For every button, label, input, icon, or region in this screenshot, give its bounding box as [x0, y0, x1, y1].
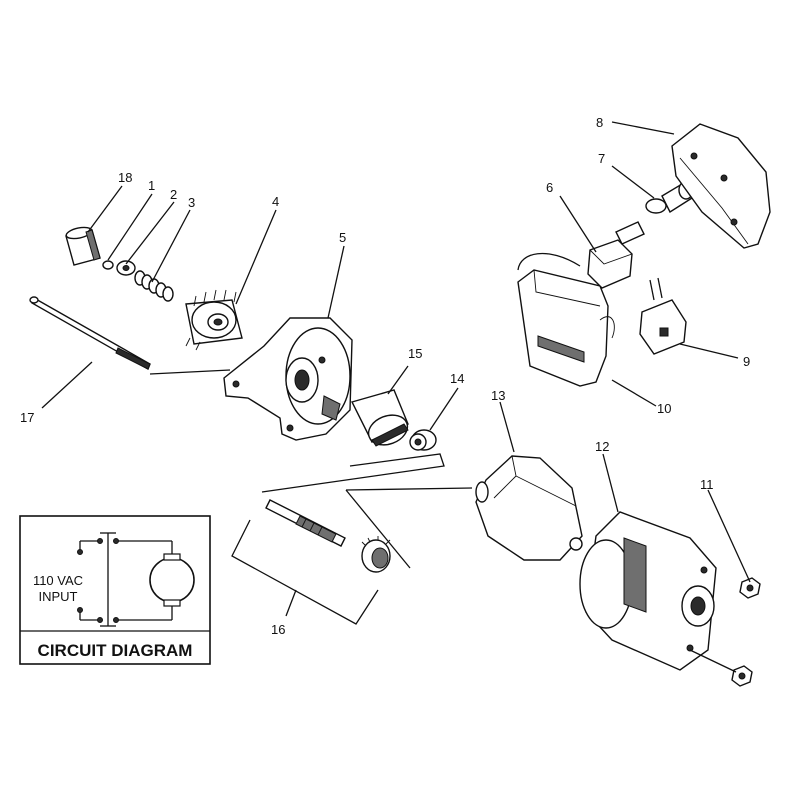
part-13-gearbox [475, 455, 583, 561]
callout-18: 18 [118, 170, 132, 185]
callout-numbers: 18 1 2 3 4 5 6 7 8 9 10 11 12 13 14 15 1… [20, 115, 750, 637]
circuit-title: CIRCUIT DIAGRAM [38, 641, 193, 660]
callout-11: 11 [700, 477, 714, 492]
part-10-switch-housing [517, 252, 615, 387]
part-4-brush-holder [185, 289, 243, 351]
part-1-washer [102, 260, 114, 270]
callout-5: 5 [339, 230, 346, 245]
callout-7: 7 [598, 151, 605, 166]
part-17-rod [29, 296, 151, 371]
callout-3: 3 [188, 195, 195, 210]
part-8-cover [671, 123, 771, 249]
part-15-sleeve [350, 389, 409, 447]
callout-6: 6 [546, 180, 553, 195]
part-18-sleeve [65, 226, 101, 266]
callout-16: 16 [271, 622, 285, 637]
part-14-bearing [409, 429, 437, 451]
part-11-nut-upper [739, 577, 761, 599]
part-11-nut-lower [731, 665, 753, 687]
callout-1: 1 [148, 178, 155, 193]
part-16-shaft [265, 499, 346, 547]
callout-2: 2 [170, 187, 177, 202]
part-5-housing [223, 317, 353, 441]
callout-8: 8 [596, 115, 603, 130]
callout-15: 15 [408, 346, 422, 361]
part-9-connector [639, 277, 687, 355]
circuit-diagram: 110 VAC INPUT CIRCUIT DIAGRAM [19, 515, 211, 665]
callout-13: 13 [491, 388, 505, 403]
callout-14: 14 [450, 371, 464, 386]
callout-12: 12 [595, 439, 609, 454]
callout-10: 10 [657, 401, 671, 416]
circuit-input-line1: 110 VAC [33, 573, 83, 588]
part-3-spring [134, 270, 174, 302]
leader-lines [41, 121, 751, 673]
callout-4: 4 [272, 194, 279, 209]
callout-9: 9 [743, 354, 750, 369]
circuit-input-line2: INPUT [39, 589, 78, 604]
part-12-motor [579, 511, 717, 671]
part-16-gear [361, 536, 391, 573]
part-2-bushing [116, 260, 136, 276]
part-6-switch-plug [587, 221, 645, 289]
callout-17: 17 [20, 410, 34, 425]
